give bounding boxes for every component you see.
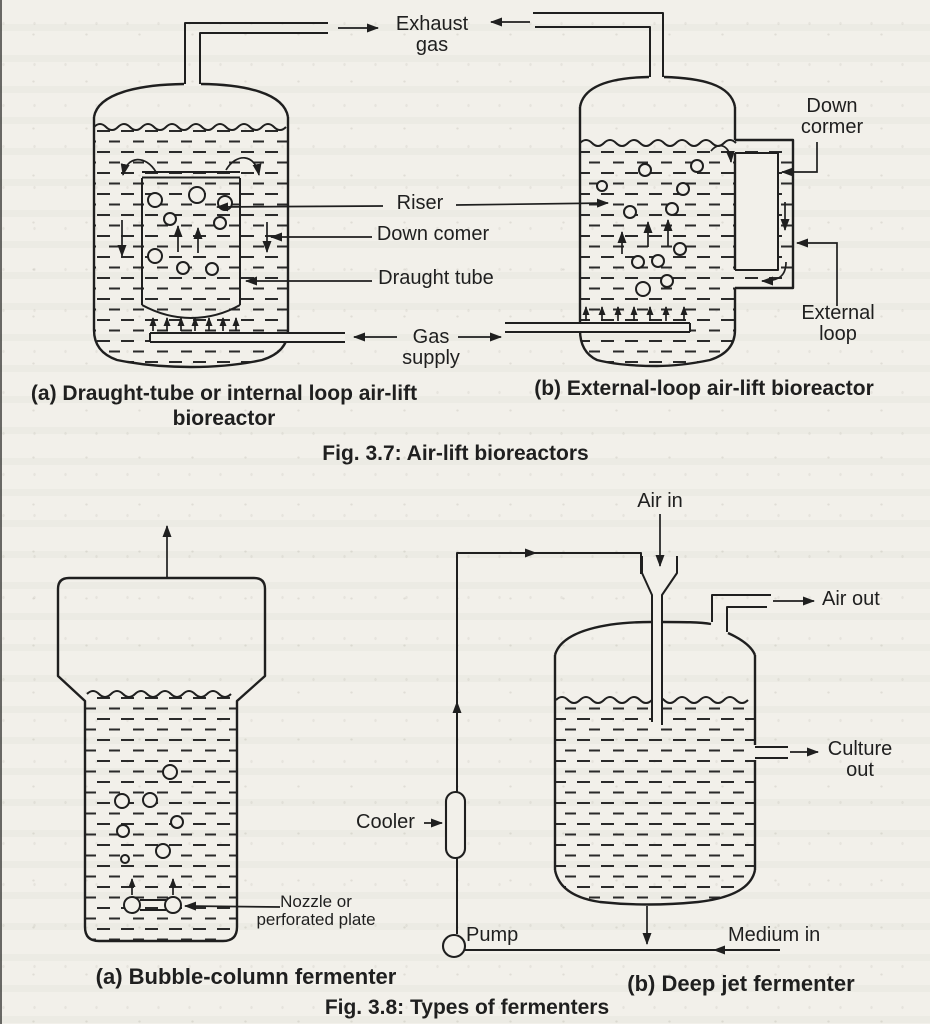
loop-inner-wall: [735, 152, 779, 271]
label-pump: Pump: [466, 924, 519, 946]
vessel-dished-bottom: [578, 329, 737, 368]
label-draught-tube: Draught tube: [378, 267, 494, 289]
gas-bubbles: [596, 159, 704, 297]
deep-jet-fermenter-drawing: [424, 514, 819, 959]
label-riser: Riser: [396, 192, 444, 214]
sparger-tube: [140, 899, 166, 911]
vessel-dome: [578, 75, 737, 108]
label-medium-in: Medium in: [728, 924, 821, 946]
pump-circle: [441, 933, 467, 959]
bubble-column-fermenter-drawing: [56, 525, 281, 943]
fig38-title: Fig. 3.8: Types of fermenters: [324, 996, 610, 1019]
sparger-jets: [149, 317, 240, 331]
label-culture-out: Culture out: [827, 738, 893, 781]
vessel-dome: [92, 82, 290, 118]
label-air-in: Air in: [637, 490, 683, 512]
nozzle-pointer: [184, 901, 281, 911]
page-edge-line: [0, 0, 2, 1024]
external-loop-bioreactor-drawing: [505, 12, 795, 368]
air-jet-nozzle-tube: [641, 556, 678, 725]
label-external-loop: External loop: [801, 302, 875, 345]
liquid-surface-wave: [93, 123, 287, 131]
culture-out-port: [755, 746, 788, 759]
fig37-pointer-arrows: [216, 17, 838, 342]
vessel-dished-bottom: [92, 329, 290, 369]
nozzle-orifice: [123, 896, 141, 914]
label-gas-supply: Gas supply: [402, 326, 460, 369]
exhaust-pipe-left: [184, 22, 328, 84]
fig38-caption-b: (b) Deep jet fermenter: [627, 971, 855, 996]
fig37-caption-b: (b) External-loop air-lift bioreactor: [534, 377, 874, 400]
vessel-dished-bottom: [553, 869, 757, 906]
riser-pointer-right: [455, 198, 609, 208]
gas-bubbles: [147, 186, 233, 276]
external-loop-outer-wall: [735, 138, 795, 290]
gas-bubbles: [114, 764, 184, 864]
liquid-surface-wave: [86, 690, 232, 698]
liquid-surface-wave: [579, 139, 737, 147]
circulation-arrow: [225, 157, 262, 176]
cooler-unit: [444, 790, 467, 860]
circulation-arrow: [120, 158, 157, 176]
loop-return-arrow: [761, 261, 787, 286]
fig37-caption-a: (a) Draught-tube or internal loop air-li…: [30, 382, 418, 430]
label-air-out: Air out: [822, 588, 880, 610]
internal-loop-bioreactor-drawing: [92, 22, 345, 369]
label-down-comer: Down comer: [376, 223, 490, 245]
sparger-pipe: [505, 322, 691, 333]
down-cormer-pointer: [781, 142, 818, 177]
column-vessel-outline: [56, 576, 267, 943]
draught-tube-walls: [141, 171, 241, 305]
label-down-cormer: Down cormer: [800, 95, 864, 138]
nozzle-orifice: [164, 896, 182, 914]
surface-flow-arrow: [710, 144, 735, 163]
vessel-dome: [553, 620, 757, 656]
label-exhaust-gas: Exhaust gas: [395, 13, 469, 56]
riser-pointer-left: [216, 202, 384, 212]
fig37-title: Fig. 3.7: Air-lift bioreactors: [322, 442, 589, 465]
sparger-pipe: [149, 332, 345, 343]
exhaust-pipe-right: [533, 12, 664, 77]
label-nozzle: Nozzle or perforated plate: [256, 892, 376, 929]
external-loop-pointer: [796, 238, 838, 306]
air-out-pipe: [711, 594, 771, 632]
label-cooler: Cooler: [356, 811, 415, 833]
fig38-caption-a: (a) Bubble-column fermenter: [95, 964, 397, 989]
sparger-jets: [582, 306, 688, 321]
